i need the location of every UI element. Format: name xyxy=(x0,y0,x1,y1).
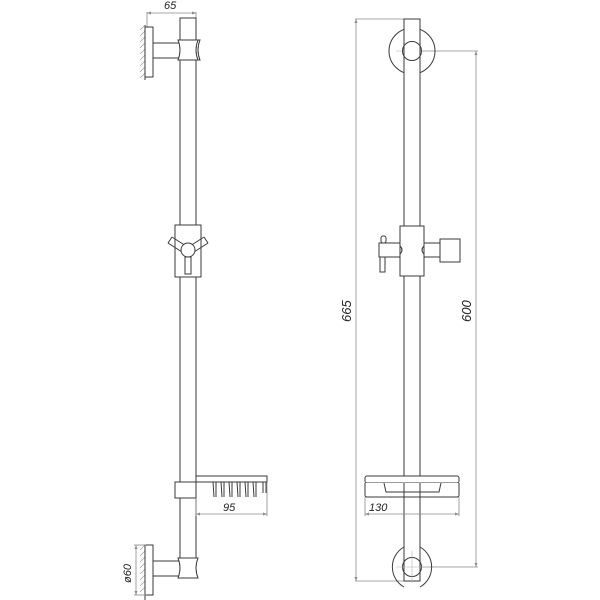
slider-side xyxy=(167,224,209,278)
bottom-wall-mount: ø60 xyxy=(122,544,199,600)
bottom-flange-front xyxy=(391,546,433,588)
slider-front xyxy=(378,225,461,277)
top-mount-boss xyxy=(402,41,422,61)
front-view: 665 600 xyxy=(339,18,478,588)
dimension-overall-length: 665 xyxy=(339,18,420,582)
soap-dish-side: 95 xyxy=(174,475,268,516)
side-view: 65 xyxy=(122,0,268,600)
soap-dish-front: 130 xyxy=(364,475,460,516)
dim-label-95: 95 xyxy=(223,502,236,514)
dim-label-600: 600 xyxy=(459,300,474,322)
dimension-mount-centers: 600 xyxy=(420,50,478,568)
dimension-wall-offset: 65 xyxy=(146,0,197,40)
top-clamp xyxy=(177,39,199,61)
dim-label-65: 65 xyxy=(164,0,177,12)
dim-label-665: 665 xyxy=(339,300,354,322)
dim-label-diameter-60: ø60 xyxy=(122,563,134,583)
dim-label-130: 130 xyxy=(369,502,388,514)
